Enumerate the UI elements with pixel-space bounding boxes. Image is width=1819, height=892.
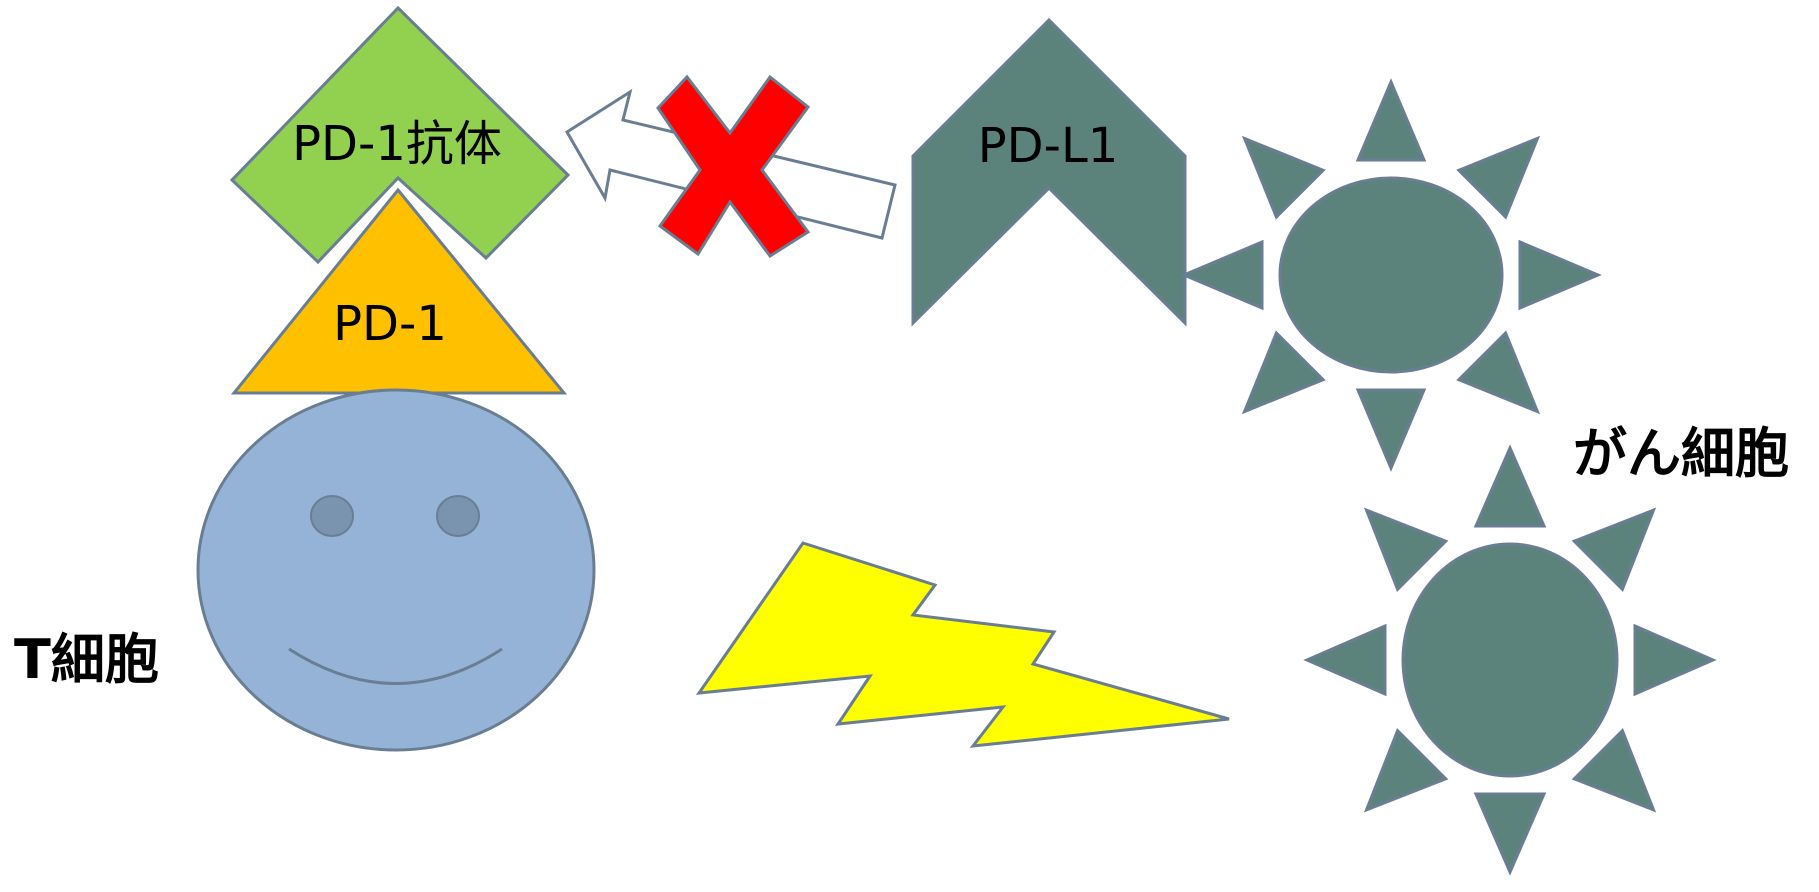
t-cell-smile [288,647,503,685]
sun-ray [1473,792,1547,876]
pd1-antibody-shape [229,5,571,265]
cancer-cell-body [1401,542,1619,778]
sun-ray [1571,507,1657,592]
sun-ray [1456,330,1541,415]
sun-ray [1633,623,1717,697]
sun-ray [1355,78,1427,162]
sun-ray [1241,135,1326,220]
sun-ray [1180,239,1264,311]
sun-ray [1571,728,1657,813]
t-cell-left-eye [310,495,354,537]
sun-ray [1518,239,1602,311]
pd1-antibody-label: PD-1抗体 [292,116,502,172]
sun-ray [1473,444,1547,528]
lightning-bolt-icon [695,541,1230,748]
sun-ray [1303,623,1387,697]
smiley-face-icon [196,388,596,752]
cross-mark-icon [656,74,811,259]
pd1-label: PD-1 [333,296,447,352]
cancer-cell-label: がん細胞 [1573,422,1789,485]
pdl1-shape [911,17,1187,327]
sun-ray [1355,388,1427,472]
t-cell-label: T細胞 [14,628,159,691]
t-cell-right-eye [436,495,480,537]
sun-ray [1363,728,1449,813]
sun-ray [1456,135,1541,220]
sun-ray [1363,507,1449,592]
pdl1-label: PD-L1 [978,118,1119,174]
cancer-cell-body [1278,176,1504,374]
t-cell-body [196,388,596,752]
sun-ray [1241,330,1326,415]
sun-shape-icon [1303,444,1717,876]
sun-shape-icon [1180,78,1602,472]
